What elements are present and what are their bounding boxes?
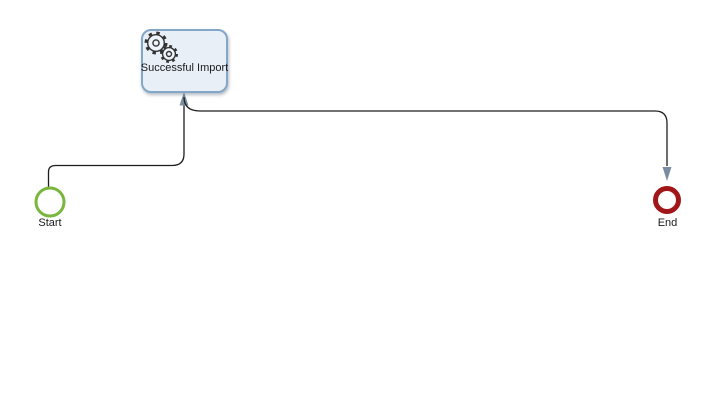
node-start-event[interactable]: Start [34, 186, 66, 229]
arrowhead-icon [662, 167, 672, 181]
gear-teeth [144, 31, 168, 55]
edge-task-to-end[interactable] [183, 96, 672, 181]
gear-teeth [160, 45, 178, 63]
gear-body [146, 34, 165, 53]
connector-line [183, 96, 668, 166]
task-label: Successful Import [141, 62, 228, 74]
connector-line [47, 104, 185, 188]
start-event-shape [34, 186, 66, 218]
gear-hub [165, 50, 173, 58]
end-event-shape [653, 186, 681, 214]
end-event-label: End [658, 217, 678, 229]
node-task-successful-import[interactable]: Successful Import [141, 29, 228, 93]
service-task-gears-icon [144, 31, 178, 63]
gear-hub [152, 39, 160, 47]
gear-body [161, 46, 177, 62]
node-end-event[interactable]: End [653, 186, 681, 230]
start-event-label: Start [38, 217, 61, 229]
